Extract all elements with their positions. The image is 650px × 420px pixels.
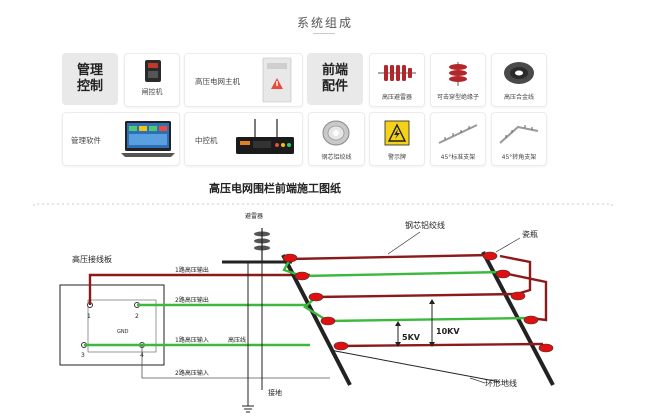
board-inner <box>87 299 157 353</box>
arrester-icon <box>378 65 416 81</box>
voltage-5kv: 5KV <box>402 333 421 342</box>
arrester-label-diagram: 避雷器 <box>245 212 263 220</box>
ring-ground-wire <box>329 349 501 383</box>
terminal-1-label: 1 <box>87 313 91 320</box>
bracket-left <box>281 254 352 386</box>
hv-line-label: 高压线 <box>228 336 246 344</box>
arrow-10kv-down <box>429 342 435 347</box>
gate-controller-icon <box>145 60 161 82</box>
card-steel-wire[interactable]: 钢芯铝绞线 <box>308 112 365 166</box>
terminal-3-label: 3 <box>81 352 85 359</box>
central-label: 中控机 <box>195 136 218 145</box>
board-label: 高压接线板 <box>72 254 112 264</box>
ring-ground-callout: 环形地线 <box>485 378 517 388</box>
category-frontend-label: 前端 配件 <box>321 63 348 94</box>
insulator-label: 可击穿型绝缘子 <box>436 94 479 101</box>
arrester-label: 高压避雷器 <box>381 94 412 101</box>
fence-wire-5 <box>339 342 544 348</box>
out2-label: 2路高压输出 <box>175 296 209 304</box>
fence-wire-3 <box>315 292 518 299</box>
bracket-45-label: 45°标准支架 <box>440 154 476 161</box>
in1-label: 1路高压输入 <box>175 336 209 344</box>
section-title: 系统组成 <box>296 16 353 30</box>
insulators-left <box>282 253 349 351</box>
steel-wire-label: 钢芯铝绞线 <box>321 154 352 161</box>
warning-sign-label: 警示牌 <box>387 154 406 161</box>
central-controller-icon <box>236 119 294 154</box>
out1-label: 1路高压输出 <box>175 266 209 274</box>
ring-ground-pointer <box>469 377 486 384</box>
card-software[interactable]: 管理软件 <box>62 112 180 166</box>
card-gate-controller[interactable]: 闸控机 <box>124 53 180 107</box>
arrow-5kv-up <box>395 321 401 326</box>
category-control[interactable]: 管理 控制 <box>62 53 118 105</box>
junction-board <box>59 284 165 366</box>
fence-wire-4 <box>327 316 531 323</box>
card-arrester[interactable]: 高压避雷器 <box>369 53 425 107</box>
alloy-wire-label: 高压合金线 <box>503 94 534 101</box>
diagram-title: 高压电网围栏前端施工图纸 <box>209 181 341 195</box>
insulator-pointer <box>495 237 521 253</box>
card-bracket-45-turn[interactable]: 45°转角支架 <box>491 112 547 166</box>
fence-wire-2 <box>301 270 504 278</box>
in2-label: 2路高压输入 <box>175 369 209 377</box>
insulator-callout: 瓷瓶 <box>522 229 538 239</box>
out1-wire <box>88 273 310 305</box>
steel-wire-callout: 钢芯铝绞线 <box>405 220 445 230</box>
title-underline <box>313 33 335 34</box>
card-host[interactable]: 高压电网主机 <box>184 53 303 107</box>
card-bracket-45[interactable]: 45°标准支架 <box>430 112 486 166</box>
category-frontend[interactable]: 前端 配件 <box>307 53 363 105</box>
category-control-label: 管理 控制 <box>76 63 103 94</box>
arrow-5kv-down <box>395 342 401 347</box>
laptop-icon <box>121 121 175 157</box>
arrester-symbol <box>254 228 270 262</box>
software-label: 管理软件 <box>71 136 101 145</box>
insulator-icon <box>449 62 467 86</box>
steel-coil-icon <box>322 120 350 146</box>
voltage-10kv: 10KV <box>436 327 460 336</box>
wire-coil-icon <box>504 62 534 84</box>
ground-symbol <box>242 405 254 413</box>
ground-label: 接地 <box>268 388 282 397</box>
card-insulator[interactable]: 可击穿型绝缘子 <box>430 53 486 107</box>
bracket-icon <box>438 124 478 144</box>
corner-bracket-icon <box>499 125 539 144</box>
gnd-label: GND <box>117 329 129 335</box>
card-central[interactable]: 中控机 <box>184 112 303 166</box>
card-warning-sign[interactable]: 警示牌 <box>369 112 425 166</box>
terminal-2-label: 2 <box>135 313 139 320</box>
host-label: 高压电网主机 <box>195 77 240 86</box>
warning-sign-icon <box>384 120 410 146</box>
dashed-frame <box>33 203 613 206</box>
gate-controller-label: 闸控机 <box>141 88 163 96</box>
host-icon <box>262 57 292 103</box>
arrow-10kv-up <box>429 299 435 304</box>
insulators-right <box>482 251 554 353</box>
steel-wire-pointer <box>387 231 421 255</box>
in2-wire <box>141 345 330 379</box>
fence-return-right <box>499 254 548 322</box>
card-alloy-wire[interactable]: 高压合金线 <box>491 53 547 107</box>
fence-wire-1 <box>289 253 491 261</box>
bracket-45-turn-label: 45°转角支架 <box>501 154 537 161</box>
